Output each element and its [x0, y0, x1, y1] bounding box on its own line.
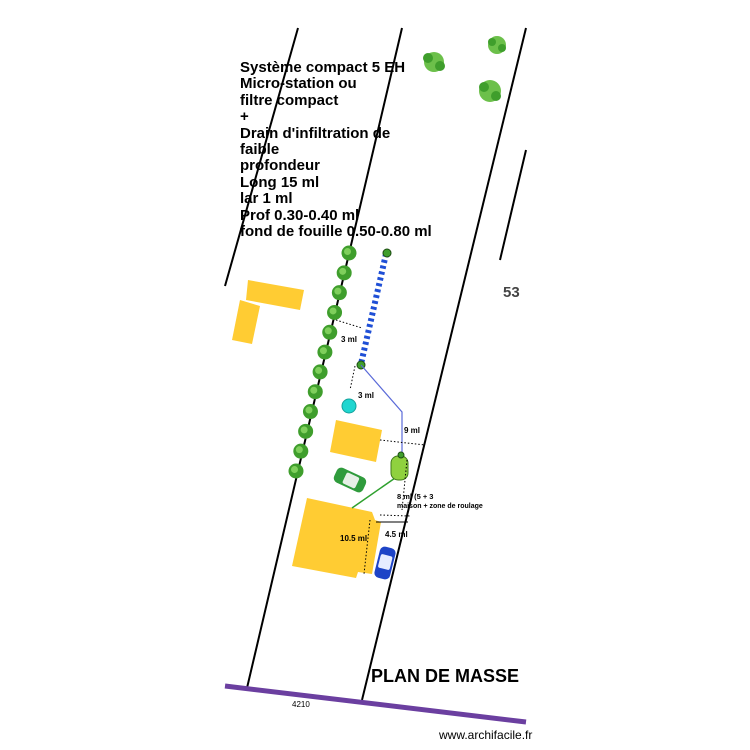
dimension-lines: [335, 319, 426, 575]
hedge-tree: [288, 463, 304, 479]
plan-title: PLAN DE MASSE: [371, 666, 520, 686]
parcel-line-d: [499, 149, 527, 261]
car-green: [333, 467, 367, 493]
tree-top-right-1: [423, 52, 445, 72]
pipe-drain-to-tank: [360, 364, 403, 452]
hedge-tree: [331, 285, 347, 301]
note-line: Prof 0.30-0.40 ml: [240, 206, 360, 224]
hedge-tree: [317, 344, 333, 360]
note-line: Micro-station ou: [240, 75, 357, 93]
dim-label-house-boundary: 4.5 ml: [385, 530, 408, 539]
drain-end-inspection: [382, 248, 392, 258]
note-line: profondeur: [240, 157, 320, 175]
building-house: [292, 498, 381, 578]
note-line: Drain d'infiltration de: [240, 124, 391, 142]
dim-label-drain-well: 3 ml: [358, 391, 374, 400]
dim-label-tank-boundary: 9 ml: [404, 426, 420, 435]
building-neighbor-top: [246, 280, 304, 310]
dim-label-drain-hedge: 3 ml: [341, 335, 357, 344]
hedge-tree: [302, 404, 318, 420]
tree-top-right-2: [488, 36, 506, 54]
hedge-tree: [322, 324, 338, 340]
building-neighbor-bottom: [232, 300, 260, 344]
pipe-house-to-tank: [351, 475, 399, 509]
hedge-tree: [298, 423, 314, 439]
parcel-line-a: [224, 27, 299, 287]
hedge-tree: [336, 265, 352, 281]
infiltration-drain: [358, 253, 389, 365]
note-line: faible: [240, 141, 280, 159]
note-line: +: [240, 108, 249, 126]
hedge-tree: [293, 443, 309, 459]
hedge-tree: [312, 364, 328, 380]
dim-label-house-depth: 10.5 ml: [340, 534, 367, 543]
hedge-tree: [307, 384, 323, 400]
dim-label-house-tank-2: maison + zone de roulage: [397, 503, 483, 510]
system-notes: Système compact 5 EH Micro-station ou fi…: [240, 59, 500, 241]
hedge-tree: [341, 245, 357, 261]
hedge-tree: [327, 304, 343, 320]
dim-label-house-tank-1: 8 ml (5 + 3: [397, 492, 433, 501]
note-line: fond de fouille 0.50-0.80 ml: [240, 223, 432, 241]
parcel-line-c: [361, 27, 527, 701]
tree-top-right-3: [479, 80, 501, 102]
road-label: 4210: [292, 700, 310, 709]
car-blue: [374, 546, 396, 580]
note-line: Long 15 ml: [240, 173, 320, 191]
building-garage: [330, 420, 382, 462]
note-line: Système compact 5 EH: [240, 59, 406, 76]
tank-inspection: [397, 451, 405, 459]
road-line: [224, 683, 527, 725]
hedge-row: [288, 245, 357, 479]
parcel-number: 53: [503, 284, 520, 301]
well: [341, 398, 357, 414]
compact-system-tank: [390, 455, 409, 481]
note-line: filtre compact: [240, 91, 339, 109]
note-line: lar 1 ml: [240, 190, 293, 208]
watermark: www.archifacile.fr: [439, 728, 533, 742]
